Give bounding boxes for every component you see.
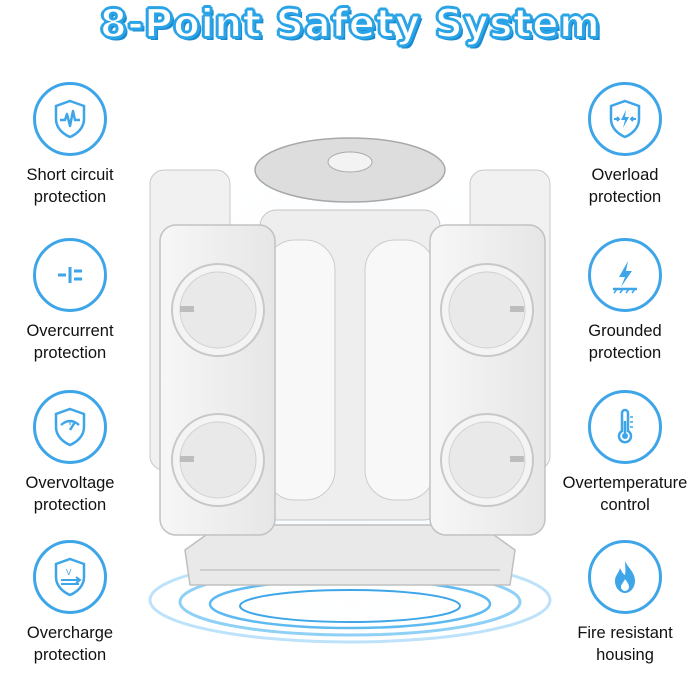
svg-text:V: V	[66, 568, 72, 577]
feature-label: Overtemperature control	[562, 474, 688, 514]
feature-overvoltage: V Overvoltage protection	[0, 390, 155, 516]
badge	[588, 82, 662, 156]
badge	[33, 82, 107, 156]
shield-voltage-arrow-icon: V	[54, 557, 86, 597]
feature-label: Grounded protection	[588, 322, 662, 362]
feature-label: Overcurrent protection	[26, 322, 114, 362]
shield-gauge-icon: V	[54, 407, 86, 447]
feature-label: Fire resistant housing	[577, 624, 673, 664]
current-lines-icon	[58, 267, 82, 283]
feature-label: Overvoltage protection	[25, 474, 115, 514]
badge	[588, 390, 662, 464]
ground-bolt-icon	[613, 261, 637, 294]
feature-fire-resistant: Fire resistant housing	[540, 540, 700, 666]
feature-overcurrent: Overcurrent protection	[0, 238, 155, 364]
feature-grounded: Grounded protection	[540, 238, 700, 364]
thermometer-icon	[617, 408, 633, 444]
feature-overtemperature: Overtemperature control	[540, 390, 700, 516]
badge	[588, 238, 662, 312]
badge	[588, 540, 662, 614]
feature-short-circuit: Short circuit protection	[0, 82, 155, 208]
badge: V	[33, 540, 107, 614]
feature-label: Overload protection	[588, 166, 662, 206]
shield-heartbeat-icon	[54, 99, 86, 139]
page-title: 8-Point Safety System	[99, 1, 601, 48]
shield-bolt-arrows-icon	[609, 99, 641, 139]
feature-overcharge: V Overcharge protection	[0, 540, 155, 666]
power-tower-socket-icon	[140, 137, 560, 644]
badge	[33, 238, 107, 312]
badge: V	[33, 390, 107, 464]
fire-icon	[615, 561, 635, 593]
svg-text:V: V	[68, 420, 73, 427]
feature-overload: Overload protection	[540, 82, 700, 208]
feature-label: Short circuit protection	[26, 166, 114, 206]
feature-label: Overcharge protection	[26, 624, 114, 664]
